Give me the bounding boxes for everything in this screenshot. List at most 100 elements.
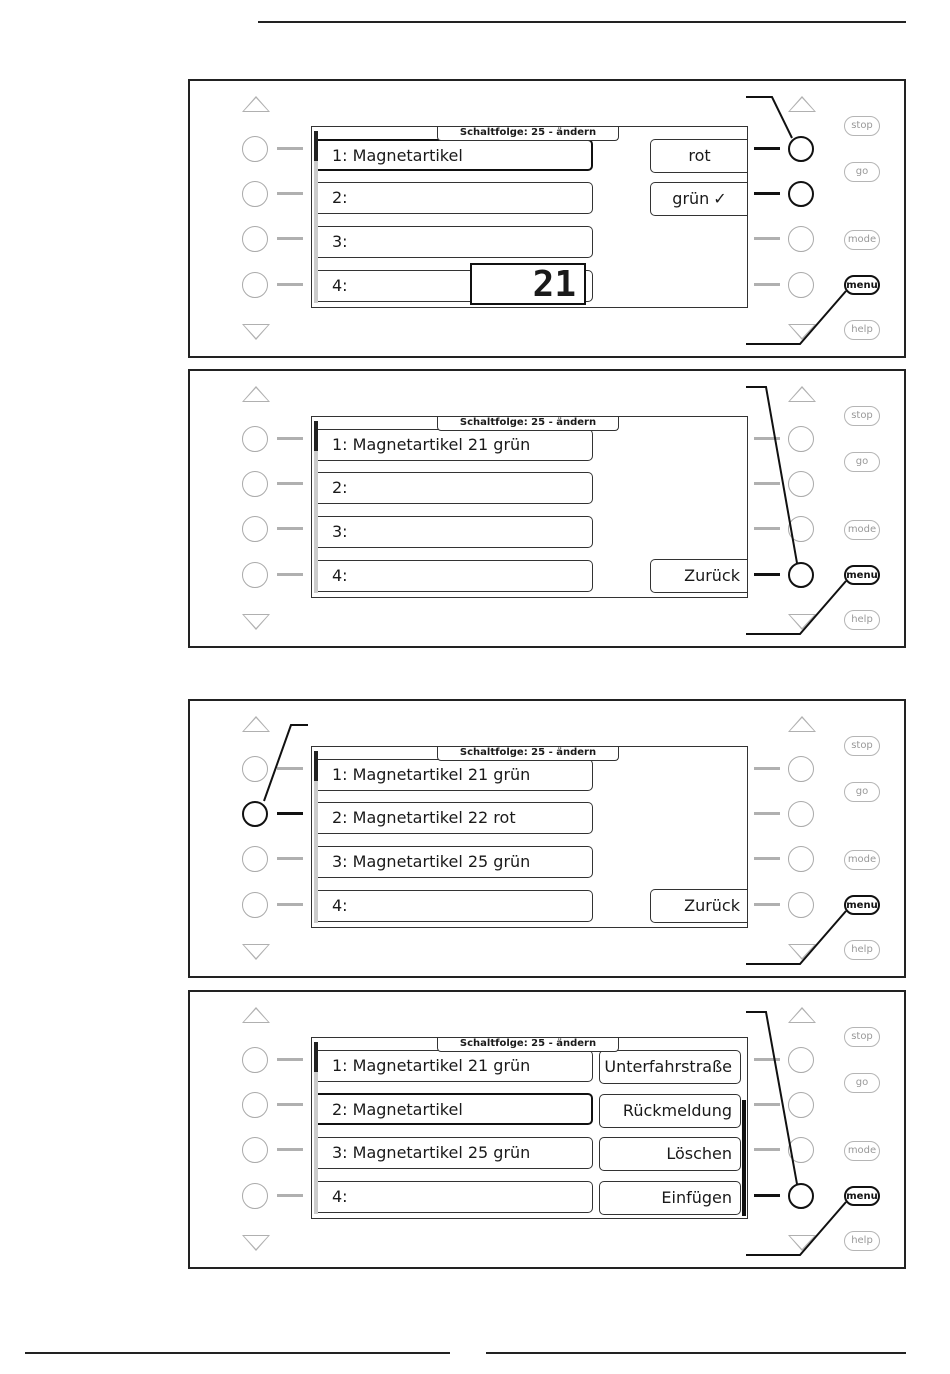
scrollbar-thumb[interactable] (314, 131, 318, 161)
left-up-arrow-icon[interactable] (242, 96, 270, 112)
left-key-3[interactable] (242, 1137, 268, 1163)
list-row-3[interactable]: 3: (318, 516, 593, 548)
left-key-1[interactable] (242, 136, 268, 162)
right-down-arrow-icon[interactable] (788, 324, 816, 340)
right-key-1[interactable] (788, 1047, 814, 1073)
list-row-3[interactable]: 3: (318, 226, 593, 258)
left-key-4[interactable] (242, 1183, 268, 1209)
left-key-2[interactable] (242, 1092, 268, 1118)
left-up-arrow-icon[interactable] (242, 1007, 270, 1023)
scrollbar-thumb[interactable] (314, 421, 318, 451)
right-key-3[interactable] (788, 1137, 814, 1163)
address-input[interactable]: 21 (470, 263, 586, 305)
left-key-1[interactable] (242, 756, 268, 782)
help-button[interactable]: help (844, 320, 880, 340)
right-key-3[interactable] (788, 516, 814, 542)
scrollbar-thumb[interactable] (314, 751, 318, 781)
right-key-1[interactable] (788, 756, 814, 782)
list-row-1[interactable]: 1: Magnetartikel 21 grün (318, 429, 593, 461)
right-key-1[interactable] (788, 136, 814, 162)
rot-button[interactable]: rot (650, 139, 747, 173)
stop-button[interactable]: stop (844, 116, 880, 136)
rueckmeldung-button[interactable]: Rückmeldung (599, 1094, 741, 1128)
scrollbar[interactable] (314, 751, 318, 923)
list-row-2[interactable]: 2: Magnetartikel (318, 1093, 593, 1125)
left-key-3[interactable] (242, 516, 268, 542)
list-row-3[interactable]: 3: Magnetartikel 25 grün (318, 1137, 593, 1169)
left-key-4[interactable] (242, 562, 268, 588)
list-row-4[interactable]: 4: (318, 1181, 593, 1213)
right-key-4[interactable] (788, 892, 814, 918)
help-button[interactable]: help (844, 940, 880, 960)
go-button[interactable]: go (844, 452, 880, 472)
scrollbar-thumb[interactable] (314, 1042, 318, 1072)
menu-scrollbar[interactable] (742, 1100, 746, 1216)
help-button[interactable]: help (844, 610, 880, 630)
list-row-2[interactable]: 2: Magnetartikel 22 rot (318, 802, 593, 834)
right-key-4[interactable] (788, 562, 814, 588)
list-row-2[interactable]: 2: (318, 472, 593, 504)
left-key-2[interactable] (242, 801, 268, 827)
left-down-arrow-icon[interactable] (242, 1235, 270, 1251)
right-key-2[interactable] (788, 471, 814, 497)
right-up-arrow-icon[interactable] (788, 96, 816, 112)
mode-button[interactable]: mode (844, 1141, 880, 1161)
list-row-1[interactable]: 1: Magnetartikel 21 grün (318, 759, 593, 791)
right-up-arrow-icon[interactable] (788, 716, 816, 732)
menu-button[interactable]: menu (844, 895, 880, 915)
unterfahrstrasse-button[interactable]: Unterfahrstraße (599, 1050, 741, 1084)
menu-button[interactable]: menu (844, 1186, 880, 1206)
left-key-2[interactable] (242, 471, 268, 497)
mode-button[interactable]: mode (844, 520, 880, 540)
mode-button[interactable]: mode (844, 230, 880, 250)
go-button[interactable]: go (844, 162, 880, 182)
left-key-1[interactable] (242, 1047, 268, 1073)
zurueck-button[interactable]: Zurück (650, 889, 747, 923)
loeschen-button[interactable]: Löschen (599, 1137, 741, 1171)
right-down-arrow-icon[interactable] (788, 1235, 816, 1251)
right-key-1[interactable] (788, 426, 814, 452)
scrollbar[interactable] (314, 421, 318, 593)
right-key-3[interactable] (788, 226, 814, 252)
scrollbar[interactable] (314, 131, 318, 303)
menu-button[interactable]: menu (844, 275, 880, 295)
right-key-3[interactable] (788, 846, 814, 872)
stop-button[interactable]: stop (844, 406, 880, 426)
list-row-1[interactable]: 1: Magnetartikel (318, 139, 593, 171)
left-key-1[interactable] (242, 426, 268, 452)
right-key-4[interactable] (788, 1183, 814, 1209)
gruen-button[interactable]: grün✓ (650, 182, 747, 216)
go-button[interactable]: go (844, 1073, 880, 1093)
help-button[interactable]: help (844, 1231, 880, 1251)
stop-button[interactable]: stop (844, 736, 880, 756)
einfuegen-button[interactable]: Einfügen (599, 1181, 741, 1215)
right-key-2[interactable] (788, 801, 814, 827)
right-down-arrow-icon[interactable] (788, 614, 816, 630)
left-key-4[interactable] (242, 272, 268, 298)
list-row-2[interactable]: 2: (318, 182, 593, 214)
right-up-arrow-icon[interactable] (788, 1007, 816, 1023)
right-key-2[interactable] (788, 181, 814, 207)
left-key-3[interactable] (242, 846, 268, 872)
left-down-arrow-icon[interactable] (242, 324, 270, 340)
right-key-2[interactable] (788, 1092, 814, 1118)
left-key-3[interactable] (242, 226, 268, 252)
list-row-4[interactable]: 4: (318, 890, 593, 922)
right-up-arrow-icon[interactable] (788, 386, 816, 402)
menu-button[interactable]: menu (844, 565, 880, 585)
left-up-arrow-icon[interactable] (242, 716, 270, 732)
zurueck-button[interactable]: Zurück (650, 559, 747, 593)
stop-button[interactable]: stop (844, 1027, 880, 1047)
left-down-arrow-icon[interactable] (242, 944, 270, 960)
list-row-1[interactable]: 1: Magnetartikel 21 grün (318, 1050, 593, 1082)
left-up-arrow-icon[interactable] (242, 386, 270, 402)
left-down-arrow-icon[interactable] (242, 614, 270, 630)
list-row-4[interactable]: 4: (318, 560, 593, 592)
left-key-2[interactable] (242, 181, 268, 207)
scrollbar[interactable] (314, 1042, 318, 1214)
mode-button[interactable]: mode (844, 850, 880, 870)
left-key-4[interactable] (242, 892, 268, 918)
go-button[interactable]: go (844, 782, 880, 802)
list-row-3[interactable]: 3: Magnetartikel 25 grün (318, 846, 593, 878)
right-down-arrow-icon[interactable] (788, 944, 816, 960)
